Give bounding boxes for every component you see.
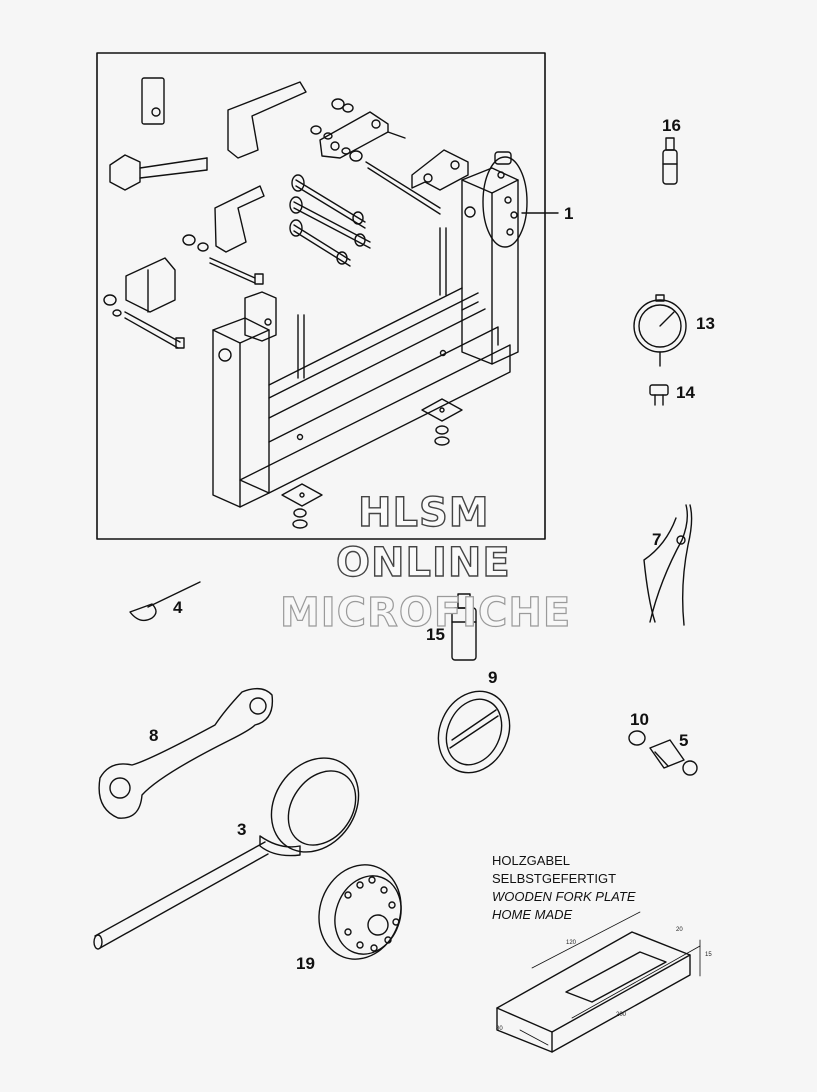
part-7-pliers	[643, 504, 693, 626]
dimension-120: 120	[566, 940, 577, 946]
callout-7: 7	[652, 530, 662, 549]
callout-4: 4	[173, 598, 183, 617]
dimension-15: 15	[705, 952, 712, 958]
callout-3: 3	[237, 820, 247, 839]
wooden-fork-plate	[496, 911, 701, 1053]
kit-frame-box	[96, 52, 546, 540]
callout-19: 19	[296, 954, 315, 973]
part-19-puller	[318, 864, 402, 960]
callout-1: 1	[564, 204, 574, 223]
callout-15: 15	[426, 625, 445, 644]
callout-9: 9	[488, 668, 498, 687]
part-15-tube	[451, 593, 477, 661]
part-10-cap	[628, 730, 646, 746]
part-8-wrench	[98, 687, 274, 819]
fork-plate-note: HOLZGABEL SELBSTGEFERTIGT WOODEN FORK PL…	[492, 852, 636, 924]
note-line-2: SELBSTGEFERTIGT	[492, 871, 617, 886]
watermark-line-3: MICROFICHE	[279, 590, 572, 636]
part-4-tool	[129, 581, 201, 622]
watermark-line-1: HLSM	[357, 490, 490, 536]
mounting-hardware	[103, 77, 441, 349]
dimension-200: 200	[616, 1012, 627, 1018]
part-5-adapter	[649, 739, 698, 776]
dimension-20: 20	[676, 927, 683, 933]
watermark-line-2: ONLINE	[335, 540, 511, 586]
dimension-80: 80	[496, 1026, 503, 1032]
callout-16: 16	[662, 116, 681, 135]
note-line-1: HOLZGABEL	[492, 853, 571, 868]
callout-14: 14	[676, 383, 695, 402]
callout-10: 10	[630, 710, 649, 729]
part-14-adapter	[649, 384, 669, 406]
engine-stand-frame	[212, 149, 528, 529]
note-line-3: WOODEN FORK PLATE	[492, 889, 636, 904]
part-16-bottle	[662, 137, 678, 185]
part-9-disc	[437, 690, 511, 774]
part-13-dial-gauge	[633, 294, 687, 367]
note-line-4: HOME MADE	[492, 907, 573, 922]
callout-13: 13	[696, 314, 715, 333]
part-3-holder	[93, 757, 360, 950]
callout-5: 5	[679, 731, 689, 750]
callout-8: 8	[149, 726, 159, 745]
